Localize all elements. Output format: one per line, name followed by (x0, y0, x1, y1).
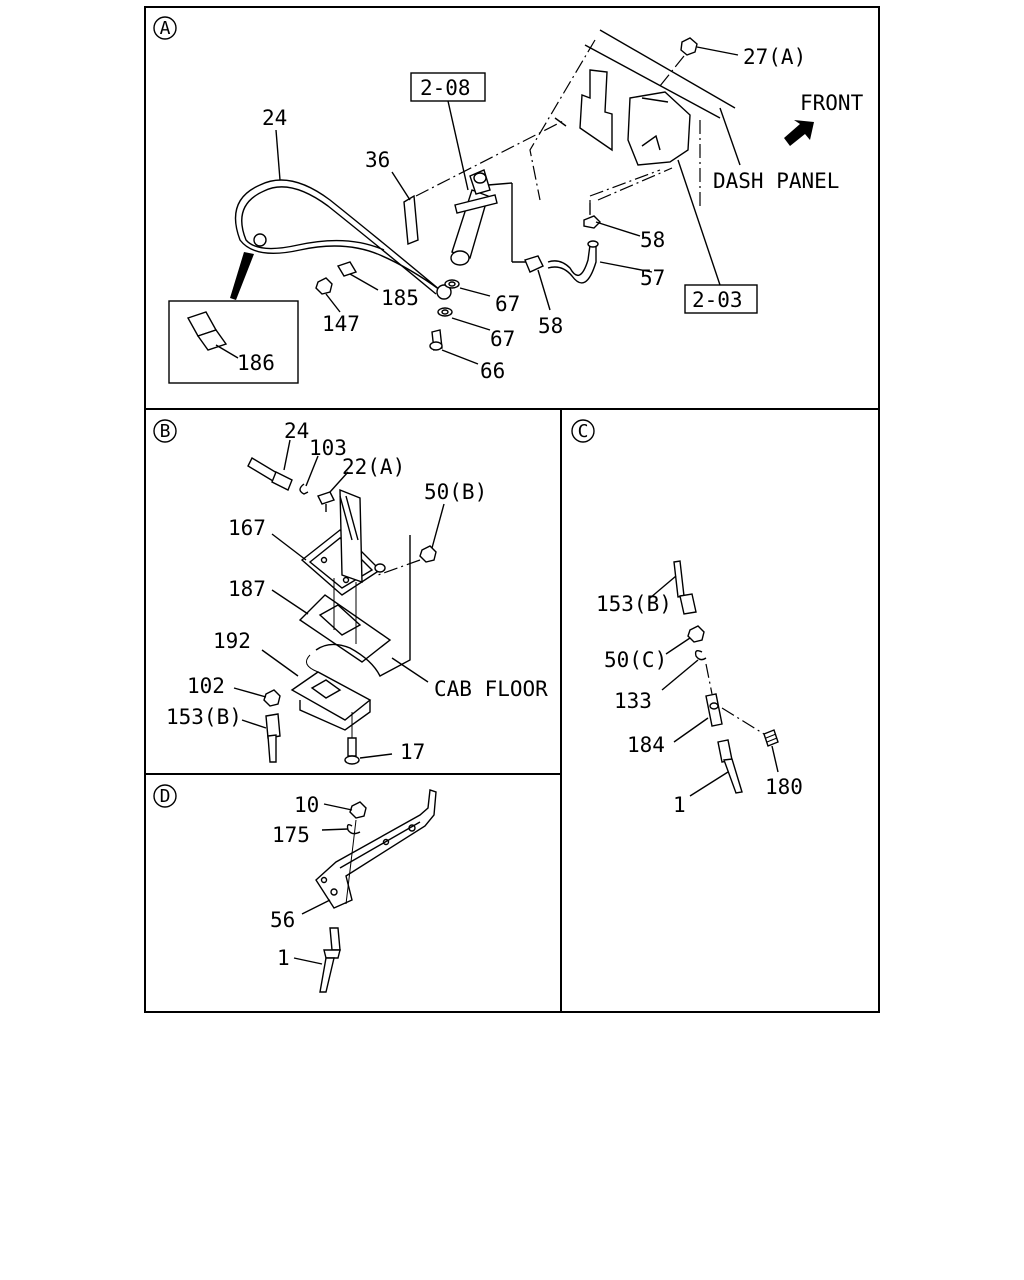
bolt-66-icon (429, 329, 479, 365)
svg-text:D: D (160, 786, 171, 807)
label-180: 180 (765, 775, 803, 799)
label-cab-floor: CAB FLOOR (434, 677, 548, 701)
clip-175-icon (321, 823, 361, 835)
label-187: 187 (228, 577, 266, 601)
section-b: B 24 103 22(A) 50(B) (153, 419, 548, 765)
nut-50c-icon (665, 625, 705, 655)
label-50b: 50(B) (424, 480, 487, 504)
label-67b: 67 (490, 327, 515, 351)
clip-58a-icon (583, 169, 661, 237)
master-cylinder-icon (450, 169, 530, 266)
section-d: D 10 175 56 1 (153, 784, 437, 993)
ref-box-2-08 (410, 72, 486, 191)
label-22a: 22(A) (342, 455, 405, 479)
label-front: FRONT (800, 91, 864, 115)
clip-133-icon (661, 649, 707, 691)
washer-67a-icon (444, 279, 491, 297)
cable-24-icon (230, 129, 452, 300)
label-24b: 24 (284, 419, 309, 443)
section-c: C 153(B) 50(C) 133 184 (571, 419, 803, 817)
label-58b: 58 (538, 314, 563, 338)
ref-box-2-03 (677, 159, 758, 314)
label-58a: 58 (640, 228, 665, 252)
section-b-badge: B (153, 419, 177, 443)
label-153b-b: 153(B) (166, 705, 242, 729)
lever-56-icon (301, 789, 437, 915)
hose-57-icon (547, 240, 653, 284)
pushrod-1-d-icon (293, 927, 341, 993)
diagram-frames (144, 6, 880, 1013)
label-ref-2-03: 2-03 (692, 288, 743, 312)
label-102: 102 (187, 674, 225, 698)
svg-text:C: C (578, 421, 589, 442)
label-1-c: 1 (673, 793, 686, 817)
rod-153b-c-icon (649, 560, 697, 615)
label-ref-2-08: 2-08 (420, 76, 471, 100)
centerline-a (415, 119, 566, 197)
label-36: 36 (365, 148, 390, 172)
label-175: 175 (272, 823, 310, 847)
label-103: 103 (309, 436, 347, 460)
centerline-tick (554, 117, 567, 127)
label-184: 184 (627, 733, 665, 757)
clevis-184-icon (673, 663, 765, 743)
label-1-d: 1 (277, 946, 290, 970)
label-10: 10 (294, 793, 319, 817)
svg-text:A: A (160, 18, 171, 39)
nut-50b-icon (377, 503, 445, 576)
label-24a: 24 (262, 106, 287, 130)
pedal-bracket-167-icon (271, 488, 386, 596)
clip-58b-icon (524, 255, 551, 311)
cab-floor-outline (305, 535, 429, 683)
label-56: 56 (270, 908, 295, 932)
nut-10-icon (323, 801, 367, 819)
bracket-36-icon (391, 171, 419, 245)
label-186: 186 (237, 351, 275, 375)
label-147: 147 (322, 312, 360, 336)
base-192-icon (261, 649, 372, 731)
label-133: 133 (614, 689, 652, 713)
washer-67b-icon (437, 307, 491, 331)
pin-22a-icon (317, 471, 349, 512)
label-66: 66 (480, 359, 505, 383)
label-185: 185 (381, 286, 419, 310)
front-arrow-icon (784, 120, 814, 146)
nut-102-icon (233, 687, 281, 707)
label-192: 192 (213, 629, 251, 653)
section-c-badge: C (571, 419, 595, 443)
label-153b-c: 153(B) (596, 592, 672, 616)
section-d-badge: D (153, 784, 177, 808)
label-167: 167 (228, 516, 266, 540)
detail-box-186 (168, 300, 299, 384)
clip-103-icon (299, 455, 319, 495)
label-57: 57 (640, 266, 665, 290)
dash-panel-leader (719, 107, 741, 166)
section-a: A 27(A) FRONT DASH PANEL (153, 16, 864, 384)
svg-text:B: B (160, 421, 171, 442)
nut-147-icon (315, 277, 341, 313)
label-27a: 27(A) (743, 45, 806, 69)
label-67a: 67 (495, 292, 520, 316)
label-50c: 50(C) (604, 648, 667, 672)
pushrod-1-c-icon (689, 739, 743, 797)
spring-180-icon (763, 729, 779, 773)
bolt-17-icon (344, 712, 393, 765)
nut-27a-icon (659, 37, 739, 87)
section-a-badge: A (153, 16, 177, 40)
plate-187-icon (271, 578, 392, 663)
label-17: 17 (400, 740, 425, 764)
clip-185-icon (336, 261, 379, 291)
label-dash-panel: DASH PANEL (713, 169, 839, 193)
rod-153b-b-icon (241, 713, 281, 763)
cable-end-24-icon (247, 439, 293, 491)
